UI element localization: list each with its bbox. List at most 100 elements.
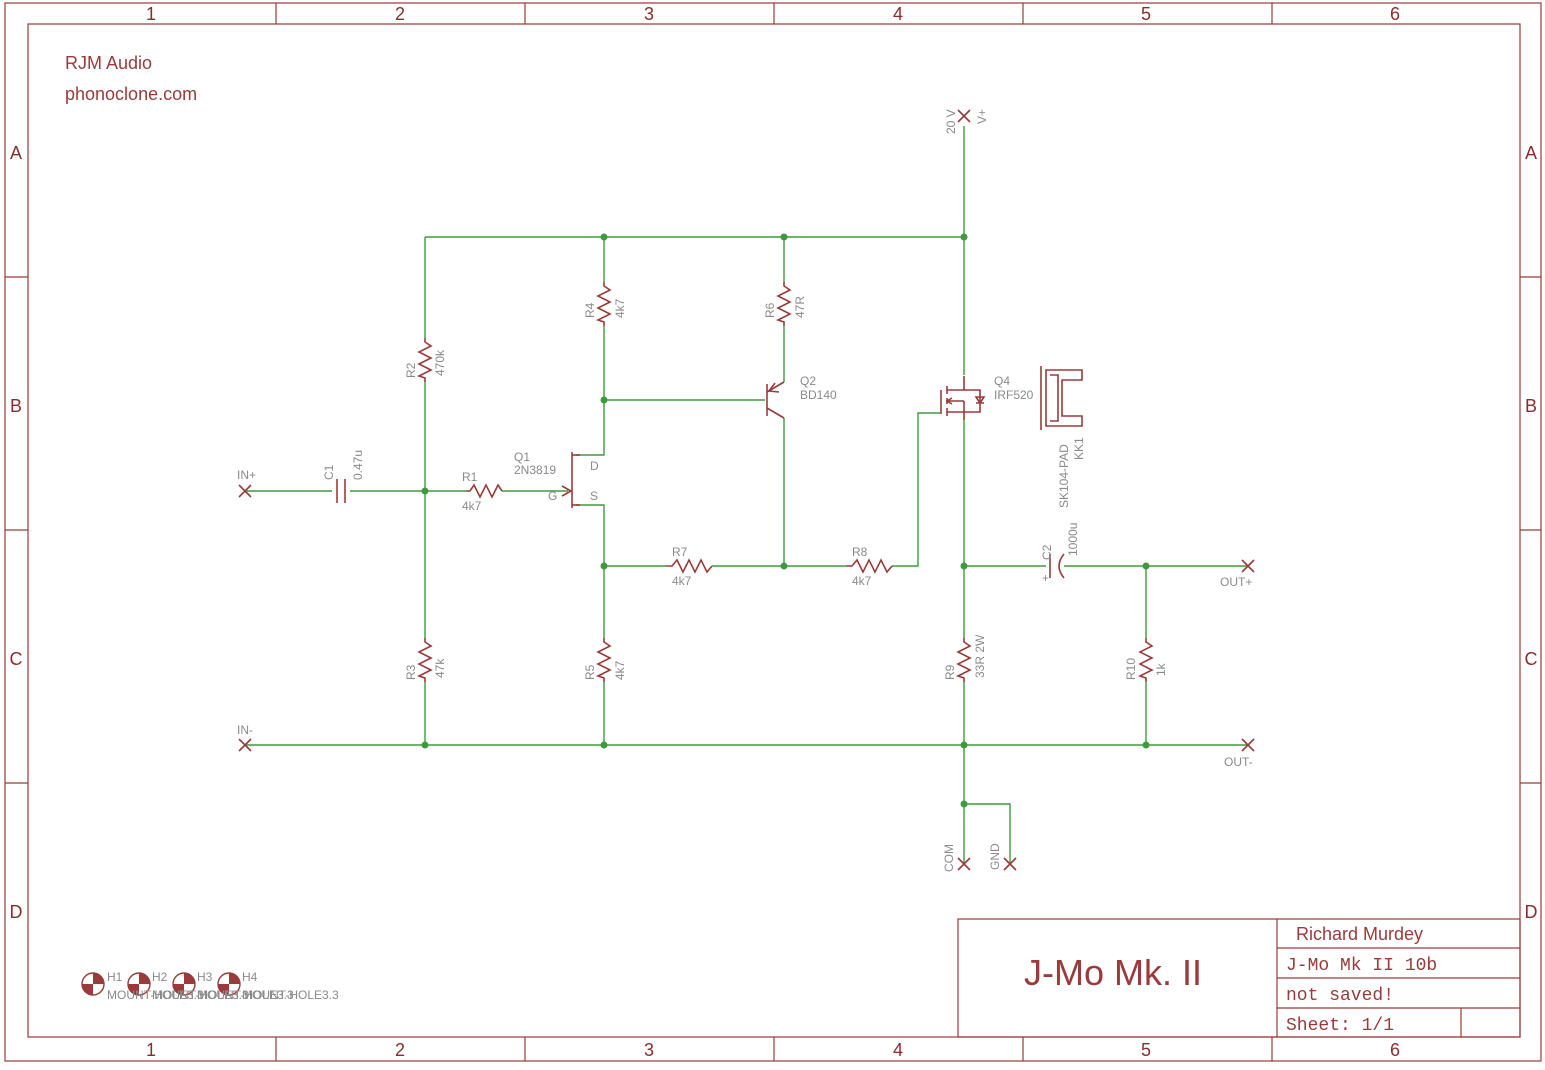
r7-value: 4k7 xyxy=(672,574,692,588)
connector-in-minus: IN- xyxy=(237,723,253,752)
h2-label: H2 xyxy=(152,970,168,984)
connector-com: COM xyxy=(942,844,971,872)
h3-label: H3 xyxy=(197,970,213,984)
zone-row-a-left: A xyxy=(10,143,22,163)
q2-name: Q2 xyxy=(800,374,816,388)
zone-row-d-left: D xyxy=(10,902,23,922)
heatsink-kk1: SK104-PAD KK1 xyxy=(1040,366,1086,508)
c1-name: C1 xyxy=(322,464,336,480)
zone-col-6-bottom: 6 xyxy=(1390,1040,1400,1060)
drawing-author: Richard Murdey xyxy=(1296,924,1423,944)
out-plus-label: OUT+ xyxy=(1220,575,1252,589)
mount-hole-h4: H4 xyxy=(217,970,258,996)
zone-col-2-top: 2 xyxy=(395,4,405,24)
gnd-label: GND xyxy=(988,843,1002,870)
q1-name: Q1 xyxy=(514,450,530,464)
r8-value: 4k7 xyxy=(852,574,872,588)
q2-value: BD140 xyxy=(800,388,837,402)
zone-col-5-bottom: 5 xyxy=(1141,1040,1151,1060)
zone-row-c-right: C xyxy=(1525,649,1538,669)
zone-col-1-bottom: 1 xyxy=(146,1040,156,1060)
capacitor-c1: C1 0.47u xyxy=(322,450,365,503)
capacitor-c2: + C2 1000u xyxy=(1040,523,1080,585)
zone-col-5-top: 5 xyxy=(1141,4,1151,24)
resistor-r1: R1 4k7 xyxy=(462,470,503,513)
kk1-value: SK104-PAD xyxy=(1057,444,1071,508)
wires xyxy=(245,126,1248,864)
company-name: RJM Audio xyxy=(65,53,152,73)
q1-pin-g: G xyxy=(548,489,557,503)
mounting-holes: H1 H2 H3 H4 MOUNT-HOLE3.3 MOUNT-HOLE3.3 … xyxy=(81,970,339,1002)
resistor-r8: R8 4k7 xyxy=(846,545,893,588)
outer-frame xyxy=(4,2,1542,1062)
in-minus-label: IN- xyxy=(237,723,253,737)
h1-footprint: MOUNT-HOLE3.3 xyxy=(107,988,204,1002)
connector-out-plus: OUT+ xyxy=(1220,559,1255,589)
supply-voltage-label: 20 V xyxy=(944,109,958,134)
r4-value: 4k7 xyxy=(613,298,627,318)
zone-col-3-bottom: 3 xyxy=(644,1040,654,1060)
r7-name: R7 xyxy=(672,545,688,559)
zone-row-c-left: C xyxy=(10,649,23,669)
r6-value: 47R xyxy=(793,296,807,318)
transistor-q4-mosfet: Q4 IRF520 xyxy=(940,374,1034,420)
c2-value: 1000u xyxy=(1066,523,1080,556)
zone-row-d-right: D xyxy=(1525,902,1538,922)
drawing-document: J-Mo Mk II 10b xyxy=(1286,956,1437,976)
frame-row-dividers xyxy=(5,276,1541,784)
drawing-title: J-Mo Mk. II xyxy=(1024,952,1202,993)
frame-column-dividers xyxy=(275,3,1273,1061)
zone-col-4-bottom: 4 xyxy=(893,1040,903,1060)
h4-label: H4 xyxy=(242,970,258,984)
connector-out-minus: OUT- xyxy=(1224,738,1255,769)
r3-name: R3 xyxy=(404,664,418,680)
q4-value: IRF520 xyxy=(994,388,1034,402)
zone-col-3-top: 3 xyxy=(644,4,654,24)
in-plus-label: IN+ xyxy=(237,468,256,482)
resistor-r6: R6 47R xyxy=(763,282,807,326)
resistor-r3: R3 47k xyxy=(404,638,447,682)
transistor-q2-pnp: Q2 BD140 xyxy=(766,374,837,419)
h2-footprint: MOUNT-HOLE3.3 xyxy=(152,988,249,1002)
r10-name: R10 xyxy=(1124,658,1138,680)
q4-name: Q4 xyxy=(994,374,1010,388)
company-website: phonoclone.com xyxy=(65,84,197,104)
connector-gnd: GND xyxy=(988,843,1017,871)
resistor-r7: R7 4k7 xyxy=(666,545,713,588)
h4-footprint: MOUNT-HOLE3.3 xyxy=(242,988,339,1002)
r1-name: R1 xyxy=(462,470,478,484)
transistor-q1-jfet: Q1 2N3819 D G S xyxy=(514,450,599,508)
resistor-r5: R5 4k7 xyxy=(583,638,627,682)
r6-name: R6 xyxy=(763,302,777,318)
r2-name: R2 xyxy=(404,362,418,378)
q1-value: 2N3819 xyxy=(514,463,556,477)
r3-value: 47k xyxy=(433,658,447,678)
r2-value: 470k xyxy=(433,349,447,376)
drawing-sheet: Sheet: 1/1 xyxy=(1286,1016,1394,1036)
r9-value: 33R 2W xyxy=(973,634,987,678)
r9-name: R9 xyxy=(943,664,957,680)
com-label: COM xyxy=(942,844,956,872)
zone-col-2-bottom: 2 xyxy=(395,1040,405,1060)
r8-name: R8 xyxy=(852,545,868,559)
r5-name: R5 xyxy=(583,664,597,680)
c2-polarity-mark: + xyxy=(1042,571,1049,585)
c1-value: 0.47u xyxy=(351,450,365,480)
mount-hole-h2: H2 xyxy=(127,970,168,996)
out-minus-label: OUT- xyxy=(1224,755,1253,769)
q1-pin-s: S xyxy=(590,489,598,503)
resistor-r10: R10 1k xyxy=(1124,638,1168,682)
resistor-r4: R4 4k7 xyxy=(583,282,627,326)
h1-label: H1 xyxy=(107,970,123,984)
title-block: J-Mo Mk. II Richard Murdey J-Mo Mk II 10… xyxy=(957,918,1521,1038)
supply-v-plus: 20 V V+ xyxy=(944,109,989,134)
zone-row-a-right: A xyxy=(1525,143,1537,163)
r4-name: R4 xyxy=(583,302,597,318)
q1-pin-d: D xyxy=(590,459,599,473)
junction-dots xyxy=(421,233,1150,808)
zone-row-b-left: B xyxy=(10,396,22,416)
c2-name: C2 xyxy=(1040,544,1054,560)
zone-col-4-top: 4 xyxy=(893,4,903,24)
